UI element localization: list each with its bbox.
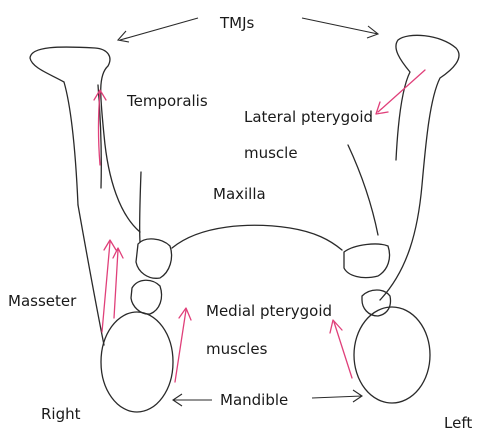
label-maxilla: Maxilla	[213, 187, 266, 202]
label-medial-pterygoid-line2: muscles	[206, 342, 267, 357]
left-mandible-body	[354, 307, 430, 403]
tmj-left-arrow	[302, 18, 378, 34]
label-medial-pterygoid-line1: Medial pterygoid	[206, 304, 332, 319]
label-mandible: Mandible	[220, 393, 288, 408]
left-lower-tooth	[362, 290, 391, 316]
label-lateral-pterygoid-line2: muscle	[244, 146, 298, 161]
right-lower-tooth	[131, 280, 162, 314]
masseter-arrow-1	[102, 242, 110, 332]
tmj-right-arrow	[120, 18, 198, 40]
medial-pterygoid-arrow-right	[175, 310, 186, 382]
label-tmjs: TMJs	[220, 16, 254, 31]
maxilla-arch	[172, 225, 342, 250]
label-right: Right	[41, 407, 81, 422]
label-left: Left	[444, 416, 472, 431]
right-mandible-body	[101, 312, 173, 412]
right-ramus-inner	[140, 172, 141, 242]
temporalis-arrow	[99, 92, 101, 165]
masseter-arrow-2	[114, 250, 118, 318]
left-upper-tooth	[344, 244, 390, 278]
right-upper-tooth	[136, 239, 172, 278]
right-ramus-outline	[30, 47, 140, 232]
right-ramus-lower	[78, 205, 104, 345]
label-masseter: Masseter	[8, 294, 76, 309]
mandible-left-arrow	[312, 396, 362, 398]
medial-pterygoid-arrow-left	[334, 322, 352, 378]
label-lateral-pterygoid-line1: Lateral pterygoid	[244, 110, 373, 125]
label-temporalis: Temporalis	[127, 94, 208, 109]
left-ramus-inner	[348, 145, 378, 235]
